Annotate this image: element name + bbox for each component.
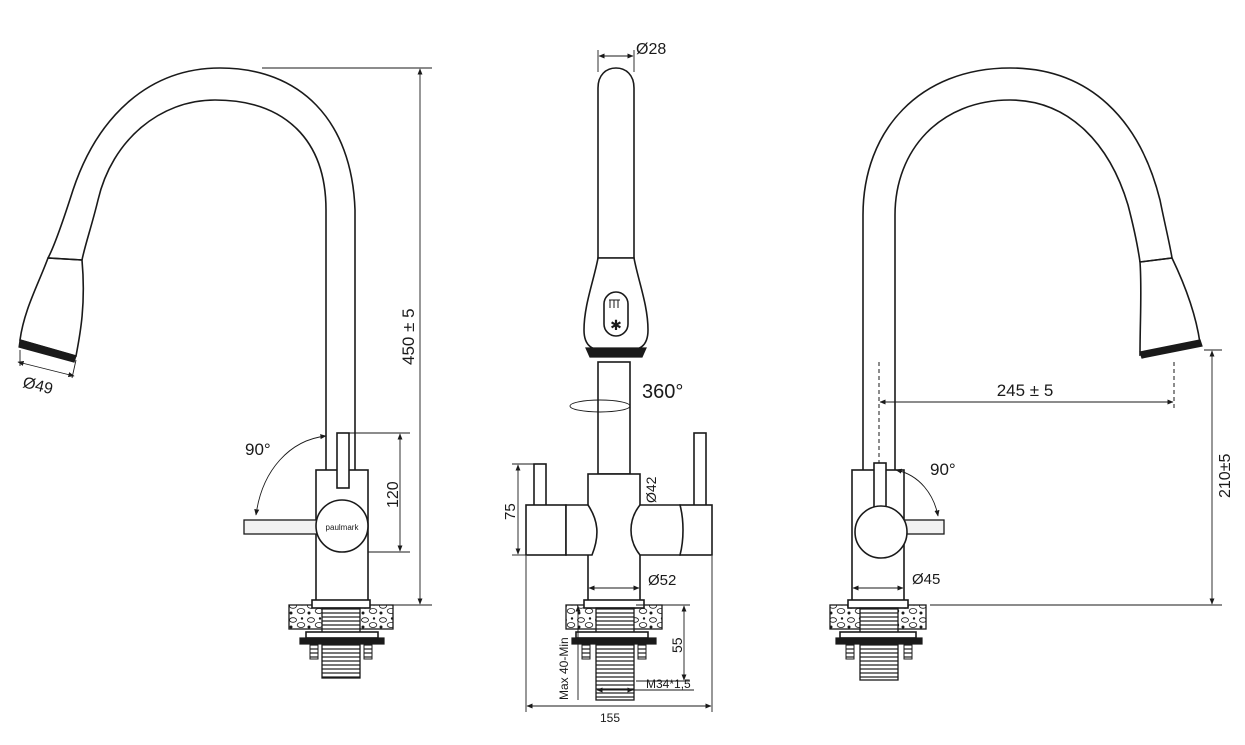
left-dim-lever-height: 120	[385, 481, 402, 508]
front-dim-width: 155	[600, 711, 620, 725]
right-knob	[854, 505, 908, 559]
front-base-ring	[583, 599, 645, 609]
front-spout-tube	[597, 67, 635, 259]
front-dim-top-diameter: Ø28	[636, 41, 666, 58]
left-base-ring	[311, 599, 371, 609]
front-dim-thread-length: 55	[669, 637, 685, 653]
front-dim-countertop: Max 40-Min	[557, 637, 571, 700]
right-dim-rotation: 90°	[930, 460, 956, 479]
front-lower-stem	[597, 361, 631, 475]
front-spray-face	[585, 347, 647, 358]
right-dim-reach: 245 ± 5	[997, 381, 1054, 400]
brand-logo: paulmark	[326, 523, 360, 532]
right-spray-head	[1139, 257, 1201, 356]
front-thread	[595, 607, 635, 701]
right-spray-face	[1139, 339, 1203, 359]
spray-mode-icon: ✱	[610, 317, 622, 333]
left-spout-inner	[81, 99, 327, 605]
front-right-handle	[679, 504, 713, 556]
front-view: Ø28 ✱ 360° Ø42 75 Ø52	[502, 41, 713, 725]
right-spout-inner	[894, 99, 1141, 605]
front-dim-stem-diameter: Ø42	[643, 476, 659, 503]
front-dim-swivel: 360°	[642, 381, 683, 403]
left-lever-rotated	[243, 519, 321, 535]
front-dim-base-diameter: Ø52	[648, 572, 676, 589]
right-lever-stem	[873, 462, 887, 509]
left-spray-face	[18, 339, 77, 363]
left-lever-stem	[336, 432, 350, 489]
right-spout-outer	[862, 67, 1173, 605]
left-spray-head	[19, 257, 85, 358]
front-left-handle	[525, 504, 567, 556]
front-left-lever	[533, 463, 547, 509]
right-dim-base-diameter: Ø45	[912, 571, 940, 588]
right-dim-clearance: 210±5	[1217, 454, 1234, 498]
front-right-connector	[630, 504, 684, 556]
right-base-ring	[847, 599, 909, 609]
left-knob	[315, 499, 369, 553]
left-washer	[305, 631, 379, 639]
left-dim-height: 450 ± 5	[399, 308, 418, 365]
front-left-connector	[565, 504, 598, 556]
right-view: 245 ± 5 210±5 90° Ø45	[829, 67, 1234, 681]
left-dim-spout-diameter: Ø49	[21, 374, 55, 398]
front-right-lever	[693, 432, 707, 509]
front-dim-thread: M34*1,5	[646, 677, 691, 691]
left-spout-outer	[47, 67, 356, 605]
front-dim-handle-height: 75	[502, 503, 519, 520]
left-nut	[299, 637, 385, 645]
left-view: Ø49 paulmark 90° 120 450 ± 5	[17, 67, 432, 679]
left-dim-rotation: 90°	[245, 440, 271, 459]
